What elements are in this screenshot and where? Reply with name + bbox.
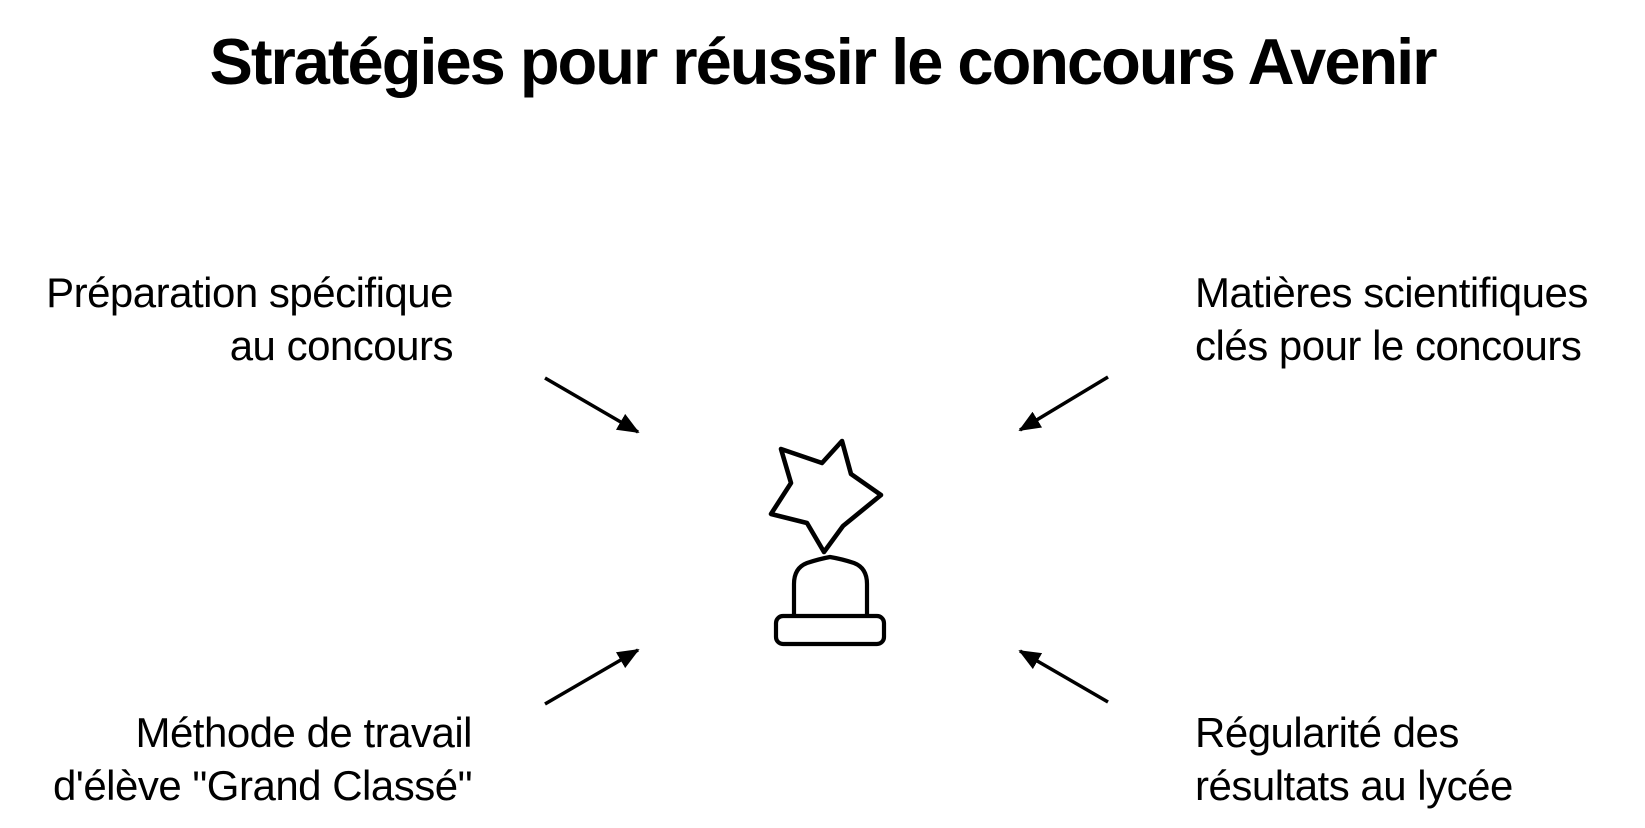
- arrow-top-right: [1018, 375, 1109, 432]
- trophy-dome: [791, 554, 870, 623]
- arrow-bottom-right: [1018, 649, 1109, 704]
- node-label-line: résultats au lycée: [1195, 762, 1513, 809]
- star-trophy-icon: [768, 438, 887, 647]
- node-label-line: Préparation spécifique: [46, 269, 453, 316]
- node-label-line: au concours: [229, 322, 454, 369]
- star-icon: [768, 438, 884, 555]
- node-top-left: Préparation spécifique au concours: [0, 266, 453, 372]
- node-top-right: Matières scientifiques clés pour le conc…: [1195, 266, 1645, 372]
- node-label-line: Méthode de travail: [135, 709, 472, 756]
- node-label-line: Matières scientifiques: [1195, 269, 1588, 316]
- node-bottom-right: Régularité des résultats au lycée: [1195, 706, 1645, 812]
- node-label-line: Régularité des: [1195, 709, 1459, 756]
- node-label-line: d'élève "Grand Classé": [52, 762, 473, 809]
- arrow-top-left: [544, 376, 640, 434]
- node-label-line: clés pour le concours: [1195, 322, 1582, 369]
- arrow-bottom-left: [544, 648, 640, 706]
- page-title: Stratégies pour réussir le concours Aven…: [209, 25, 1437, 98]
- trophy-base: [773, 613, 887, 647]
- node-bottom-left: Méthode de travail d'élève "Grand Classé…: [0, 706, 473, 812]
